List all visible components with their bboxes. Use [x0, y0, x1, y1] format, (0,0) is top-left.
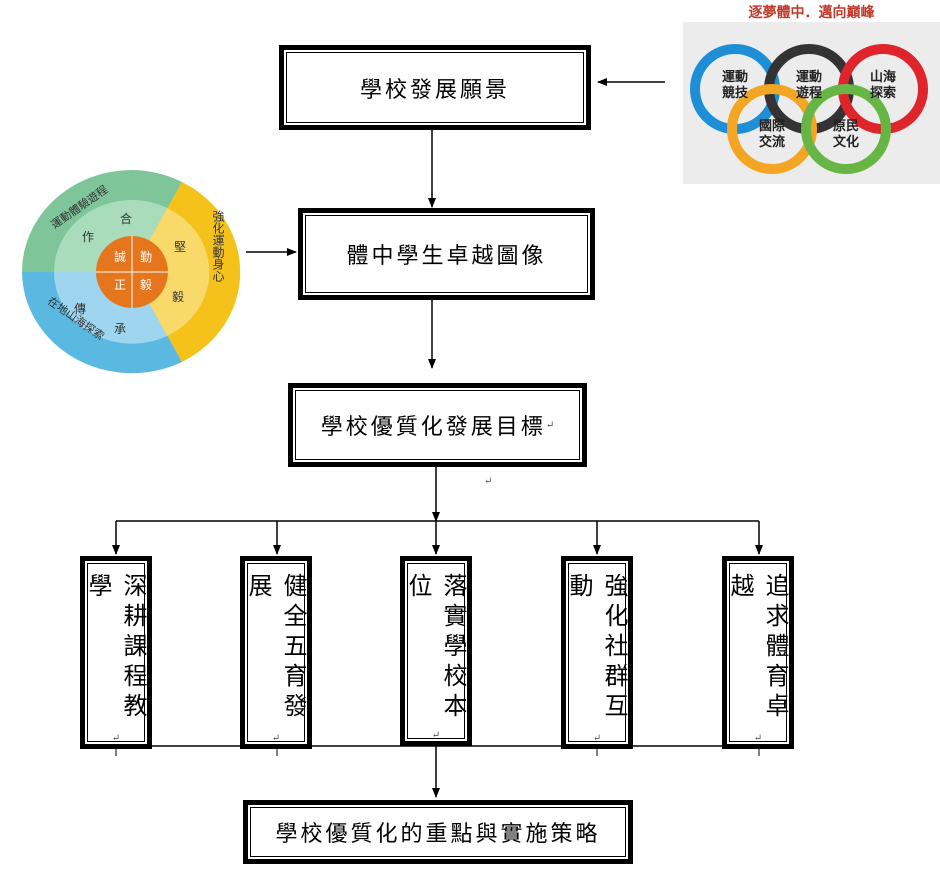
rings-graphic [690, 44, 928, 174]
wheel-middle-6: 毅 [172, 290, 185, 304]
ring-green [801, 84, 891, 174]
vision-text: 學校發展願景 [359, 77, 510, 103]
goals-box: 學校優質化發展目標↵ [288, 383, 587, 467]
strategy-text: 學校優質化的重點與實施策略 [275, 822, 601, 847]
ring-label-1: 運動 競技 [721, 70, 748, 101]
pillar-1: 深耕課程教學↵ [80, 556, 152, 749]
wheel-middle-3: 傳 [74, 302, 87, 316]
goals-text: 學校優質化發展目標 [320, 415, 546, 440]
wheel-outer-3: 強化運動身心 [211, 210, 225, 282]
wheel-center-3: 正 [114, 278, 127, 292]
wheel-center-4: 毅 [140, 278, 153, 292]
ring-label-3: 山海 探索 [869, 70, 896, 101]
values-wheel: 勤 誠 正 毅 合 作 傳 承 堅 毅 運動體驗遊程 在地山海探索 強化運動身心 [22, 170, 242, 375]
student-image-box: 體中學生卓越圖像 [298, 208, 595, 300]
student-image-text: 體中學生卓越圖像 [346, 244, 547, 269]
wheel-graphic [22, 170, 241, 374]
ring-label-5: 原民 文化 [832, 119, 859, 150]
pillar-1-text: 深耕課程教學 [84, 573, 147, 723]
olympic-rings-logo: 逐夢體中．邁向巔峰 運動 競技 運動 遊程 山海 探索 國際 交流 原民 文化 [683, 0, 940, 184]
ring-label-2: 運動 遊程 [795, 70, 822, 101]
pillar-2: 健全五育發展↵ [240, 556, 312, 749]
wheel-middle-4: 承 [114, 322, 127, 336]
wheel-center-1: 勤 [140, 250, 153, 264]
wheel-middle-1: 合 [120, 212, 133, 226]
goals-return-mark: ↵ [545, 419, 555, 431]
logo-tagline: 逐夢體中．邁向巔峰 [748, 5, 875, 21]
stray-return-mark: ↵ [484, 476, 493, 487]
wheel-center-2: 誠 [114, 250, 127, 264]
pillar-4-text: 強化社群互動 [565, 573, 628, 723]
strategy-box: 學校優質化的重點與實施策略 [243, 800, 633, 864]
pillar-3: 落實學校本位↵ [400, 556, 472, 746]
vision-box: 學校發展願景 [279, 45, 591, 130]
pillar-5: 追求體育卓越↵ [722, 556, 794, 749]
pillar-5-text: 追求體育卓越 [726, 573, 789, 723]
ring-yellow [727, 84, 817, 174]
pillar-3-text: 落實學校本位 [404, 573, 467, 723]
pillar-2-text: 健全五育發展 [244, 573, 307, 723]
ring-label-4: 國際 交流 [758, 119, 785, 150]
pillar-4: 強化社群互動↵ [561, 556, 633, 749]
wheel-middle-5: 堅 [174, 240, 187, 254]
wheel-middle-2: 作 [82, 230, 95, 244]
